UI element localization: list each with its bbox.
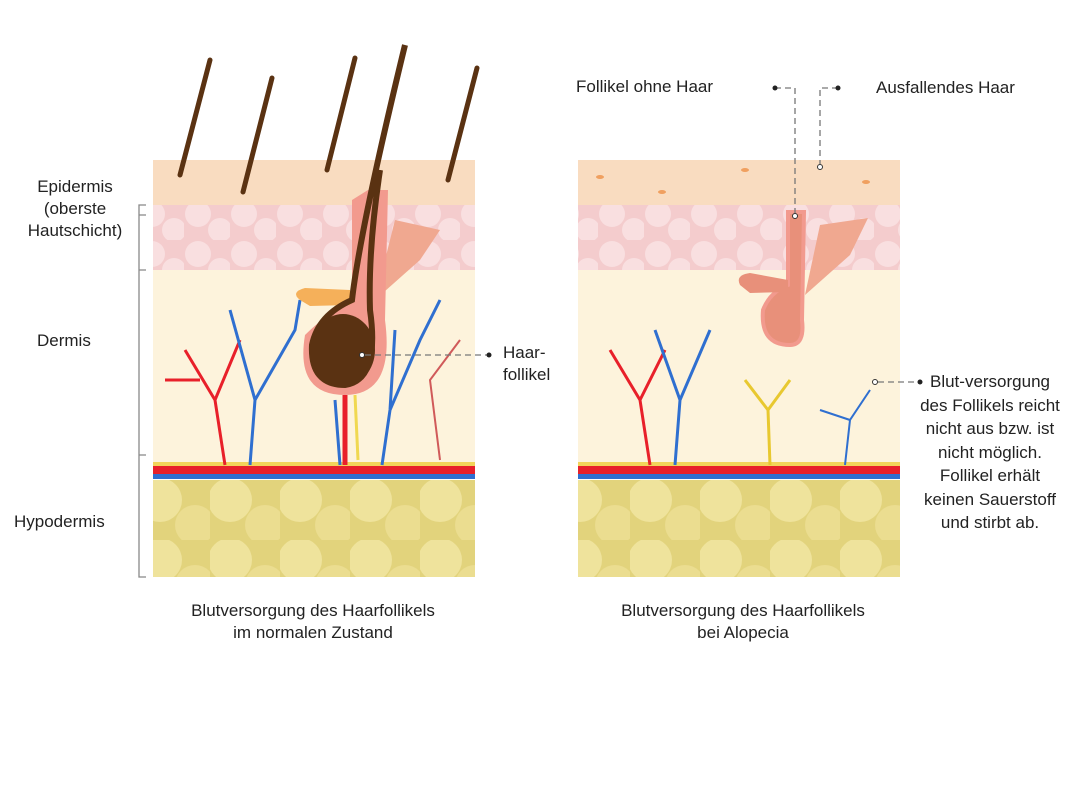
- arrector-muscle: [375, 220, 440, 300]
- label-hair-follicle: Haar-follikel: [503, 343, 551, 384]
- leader-lines: [365, 87, 918, 383]
- blood-vessels: [165, 299, 461, 466]
- right-skin-panel: [578, 160, 900, 577]
- label-epidermis: Epidermis (oberste Hautschicht): [27, 177, 123, 240]
- label-follicle-without-hair: Follikel ohne Haar: [576, 77, 714, 96]
- left-skin-panel: [153, 44, 480, 577]
- caption-left: Blutversorgung des Haarfollikels im norm…: [140, 600, 486, 644]
- caption-left-line2: im normalen Zustand: [233, 623, 393, 642]
- label-hypodermis: Hypodermis: [14, 512, 105, 531]
- surface-hairs: [177, 55, 480, 195]
- caption-left-line1: Blutversorgung des Haarfollikels: [191, 601, 435, 620]
- empty-follicle: [760, 210, 807, 348]
- caption-right: Blutversorgung des Haarfollikels bei Alo…: [570, 600, 916, 644]
- caption-right-line1: Blutversorgung des Haarfollikels: [621, 601, 865, 620]
- label-falling-hair: Ausfallendes Haar: [876, 78, 1015, 97]
- caption-right-line2: bei Alopecia: [697, 623, 789, 642]
- layer-brackets: [138, 204, 146, 578]
- label-blood-supply-note: Blut-versorgung des Follikels reicht nic…: [920, 372, 1060, 532]
- hair-bulb: [311, 314, 375, 386]
- label-dermis: Dermis: [37, 331, 91, 350]
